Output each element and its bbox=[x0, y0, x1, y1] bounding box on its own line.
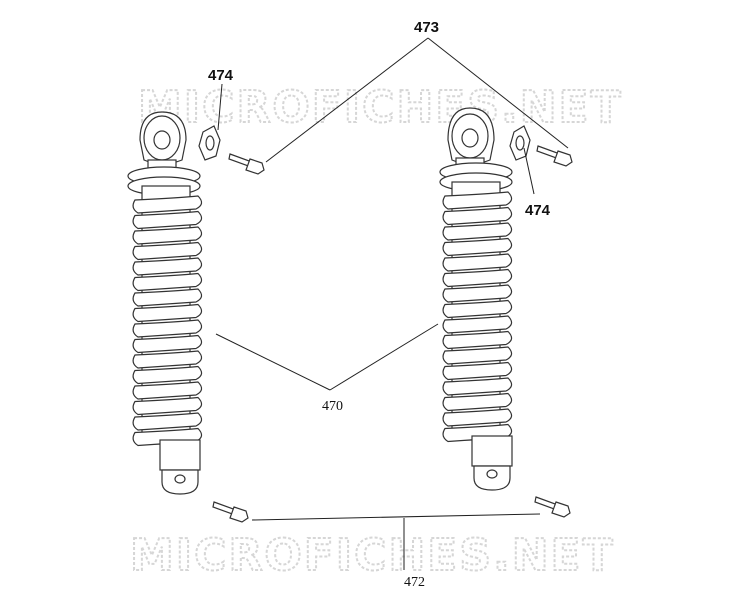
coil-turn bbox=[442, 284, 513, 303]
coil-turn bbox=[132, 288, 203, 307]
right-shock-absorber bbox=[439, 107, 513, 491]
callout-474-right: 474 bbox=[525, 202, 551, 219]
coil-turn bbox=[132, 241, 203, 261]
callout-474-left: 474 bbox=[208, 67, 234, 84]
coil-turn bbox=[442, 206, 513, 226]
right-coil-spring bbox=[442, 191, 513, 443]
coil-turn bbox=[132, 226, 203, 245]
watermark-top: MICROFICHES.NET bbox=[138, 82, 623, 133]
coil-turn bbox=[132, 257, 203, 276]
left-shock-absorber bbox=[127, 111, 203, 495]
coil-turn bbox=[442, 315, 513, 334]
coil-turn bbox=[442, 408, 513, 427]
coil-turn bbox=[442, 377, 513, 396]
coil-turn bbox=[132, 303, 203, 323]
coil-turn bbox=[442, 268, 513, 288]
coil-turn bbox=[442, 191, 513, 210]
left-coil-spring bbox=[132, 195, 203, 447]
coil-turn bbox=[132, 412, 203, 431]
coil-turn bbox=[442, 330, 513, 350]
bolt-top-left bbox=[228, 153, 265, 175]
coil-turn bbox=[132, 272, 203, 292]
coil-turn bbox=[132, 319, 203, 338]
coil-turn bbox=[132, 396, 203, 416]
coil-turn bbox=[442, 237, 513, 257]
coil-turn bbox=[442, 253, 513, 272]
callout-472: 472 bbox=[404, 575, 425, 590]
coil-turn bbox=[442, 222, 513, 241]
coil-turn bbox=[132, 365, 203, 385]
callout-473: 473 bbox=[414, 19, 439, 36]
coil-turn bbox=[442, 346, 513, 365]
coil-turn bbox=[132, 334, 203, 354]
coil-turn bbox=[132, 210, 203, 230]
washer-left bbox=[198, 125, 221, 161]
bolt-bottom-right bbox=[534, 496, 571, 518]
bolt-bottom-left bbox=[212, 501, 249, 523]
bolt-top-right bbox=[536, 145, 573, 167]
coil-turn bbox=[442, 361, 513, 381]
coil-turn bbox=[132, 350, 203, 369]
coil-turn bbox=[132, 195, 203, 214]
watermark-bottom: MICROFICHES.NET bbox=[130, 530, 615, 581]
coil-turn bbox=[132, 381, 203, 400]
leader-lines bbox=[215, 37, 569, 570]
coil-turn bbox=[442, 299, 513, 319]
callout-470: 470 bbox=[322, 399, 343, 414]
coil-turn bbox=[442, 392, 513, 412]
